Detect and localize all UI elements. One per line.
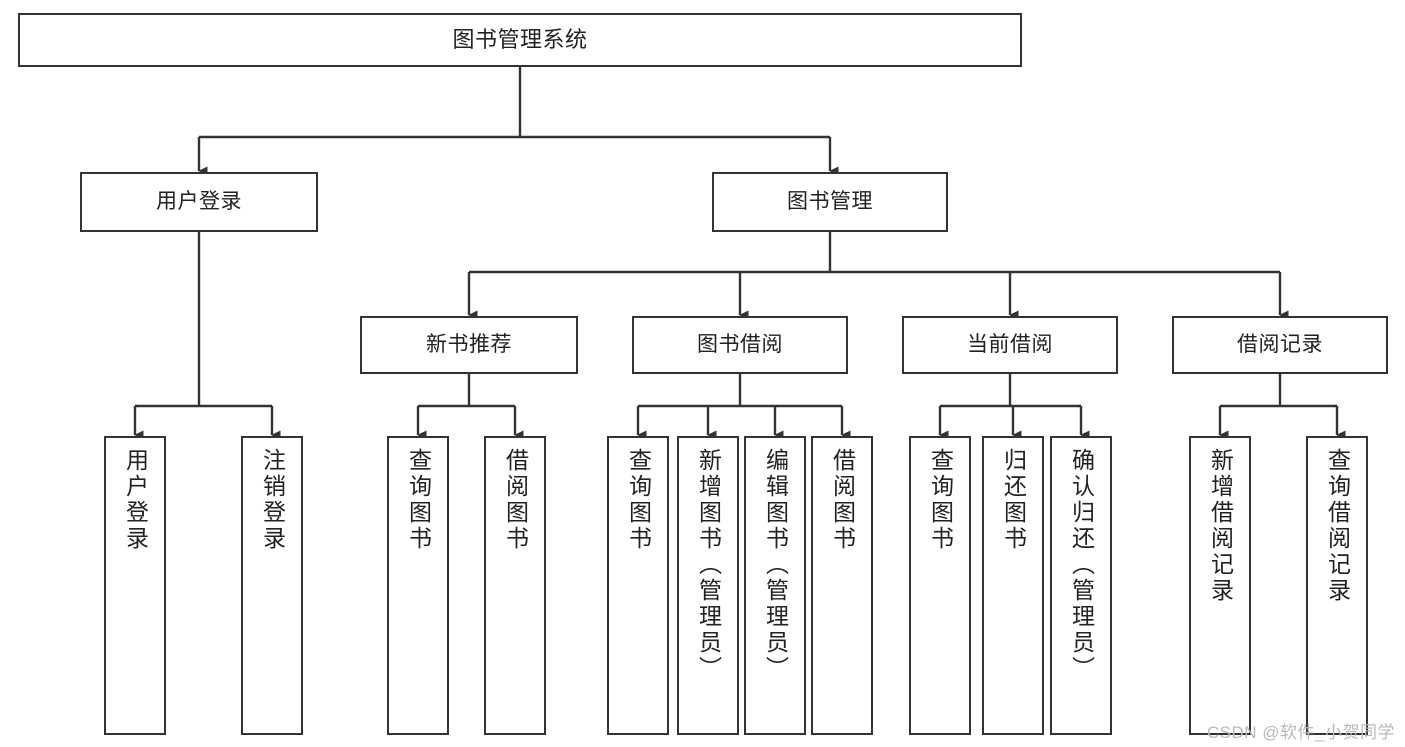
watermark: CSDN @软件_小贺同学 — [1206, 723, 1395, 742]
node-bookmgmt[interactable]: 图书管理 — [712, 172, 948, 232]
node-label: 新增图书（管理员） — [695, 448, 722, 682]
node-newbook[interactable]: 新书推荐 — [360, 316, 578, 374]
node-label: 查询图书 — [625, 448, 652, 552]
node-label: 图书管理 — [787, 189, 873, 213]
node-label: 归还图书 — [1000, 448, 1027, 552]
node-l-new-2[interactable]: 借阅图书 — [484, 436, 546, 735]
node-label: 新书推荐 — [426, 332, 512, 356]
node-label: 借阅图书 — [829, 448, 856, 552]
node-label: 用户登录 — [156, 189, 242, 213]
node-root[interactable]: 图书管理系统 — [18, 13, 1022, 67]
node-label: 借阅图书 — [502, 448, 529, 552]
node-label: 查询借阅记录 — [1324, 448, 1351, 604]
node-l-new-1[interactable]: 查询图书 — [387, 436, 449, 735]
node-l-bor-3[interactable]: 编辑图书（管理员） — [744, 436, 806, 735]
node-l-rec-1[interactable]: 新增借阅记录 — [1189, 436, 1251, 735]
node-label: 当前借阅 — [967, 332, 1053, 356]
node-label: 新增借阅记录 — [1207, 448, 1234, 604]
node-l-login-1[interactable]: 用户登录 — [104, 436, 166, 735]
node-label: 查询图书 — [927, 448, 954, 552]
node-l-cur-1[interactable]: 查询图书 — [909, 436, 971, 735]
node-l-bor-2[interactable]: 新增图书（管理员） — [677, 436, 739, 735]
node-records[interactable]: 借阅记录 — [1172, 316, 1388, 374]
node-label: 查询图书 — [405, 448, 432, 552]
node-label: 图书管理系统 — [452, 27, 588, 53]
node-label: 用户登录 — [122, 448, 149, 552]
node-current[interactable]: 当前借阅 — [902, 316, 1118, 374]
node-borrow[interactable]: 图书借阅 — [632, 316, 848, 374]
node-l-bor-4[interactable]: 借阅图书 — [811, 436, 873, 735]
node-label: 确认归还（管理员） — [1068, 448, 1095, 682]
node-l-rec-2[interactable]: 查询借阅记录 — [1306, 436, 1368, 735]
node-login[interactable]: 用户登录 — [80, 172, 318, 232]
node-l-cur-3[interactable]: 确认归还（管理员） — [1050, 436, 1112, 735]
node-label: 注销登录 — [259, 448, 286, 552]
node-l-bor-1[interactable]: 查询图书 — [607, 436, 669, 735]
node-label: 图书借阅 — [697, 332, 783, 356]
node-label: 编辑图书（管理员） — [762, 448, 789, 682]
node-l-cur-2[interactable]: 归还图书 — [982, 436, 1044, 735]
node-l-login-2[interactable]: 注销登录 — [241, 436, 303, 735]
node-label: 借阅记录 — [1237, 332, 1323, 356]
